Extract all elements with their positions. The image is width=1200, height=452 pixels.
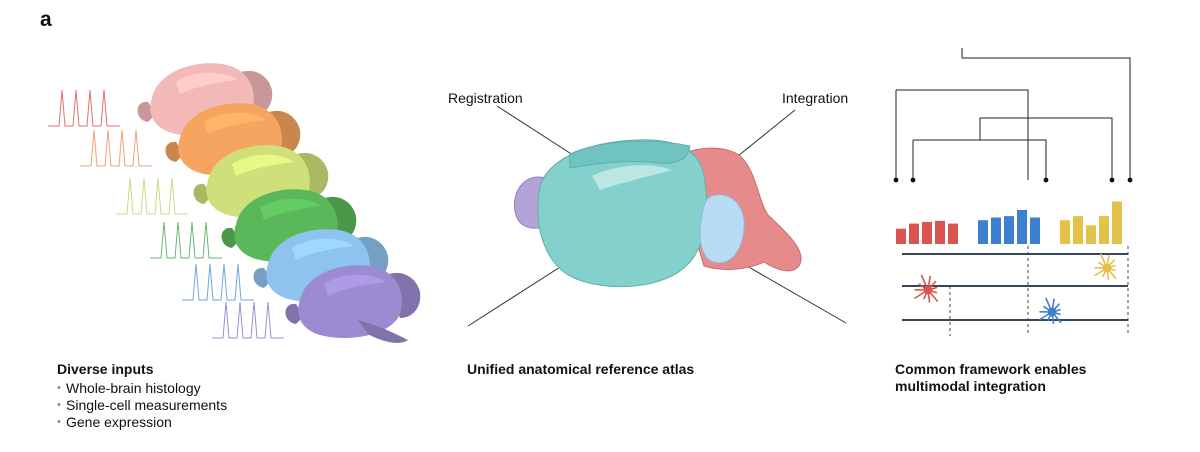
trace-1 — [48, 90, 120, 126]
list-item: Single-cell measurements — [57, 397, 227, 414]
dendrogram — [896, 48, 1130, 180]
trace-6 — [212, 302, 284, 338]
atlas-caption: Unified anatomical reference atlas — [467, 361, 694, 378]
bar — [1112, 202, 1122, 245]
trace-4 — [150, 222, 222, 258]
framework-heading-line2: multimodal integration — [895, 378, 1086, 395]
trace-line — [48, 90, 120, 126]
bar — [922, 222, 932, 244]
bar — [909, 224, 919, 244]
inputs-caption: Diverse inputs Whole-brain histology Sin… — [57, 361, 227, 431]
inputs-heading: Diverse inputs — [57, 361, 227, 378]
bar — [1030, 217, 1040, 244]
bar — [1086, 225, 1096, 244]
bar — [978, 220, 988, 244]
trace-5 — [182, 264, 254, 300]
bar — [1073, 216, 1083, 244]
framework-diagram — [894, 48, 1133, 336]
framework-caption: Common framework enables multimodal inte… — [895, 361, 1086, 395]
bar — [948, 224, 958, 244]
list-item: Whole-brain histology — [57, 380, 227, 397]
trace-line — [150, 222, 222, 258]
trace-line — [80, 130, 152, 166]
registration-leader-bottom — [468, 262, 568, 326]
framework-heading-line1: Common framework enables — [895, 361, 1086, 378]
cell-red — [915, 275, 937, 302]
bar — [1004, 216, 1014, 244]
panel-letter: a — [40, 8, 52, 32]
trace-line — [182, 264, 254, 300]
cell-yellow — [1095, 254, 1116, 279]
bar — [991, 217, 1001, 244]
bar-groups — [896, 202, 1122, 245]
integration-leader-top — [738, 110, 795, 156]
atlas-brain — [468, 106, 846, 326]
integration-label: Integration — [782, 90, 848, 106]
cell-body — [1048, 308, 1057, 317]
atlas-heading: Unified anatomical reference atlas — [467, 361, 694, 378]
integration-leader-bottom — [740, 262, 846, 323]
cell-body — [1103, 264, 1112, 273]
registration-leader-top — [497, 106, 576, 157]
cell-tracks — [902, 246, 1128, 336]
bar — [1060, 220, 1070, 244]
bar — [1017, 210, 1027, 244]
brain-stack — [138, 63, 421, 343]
list-item: Gene expression — [57, 414, 227, 431]
trace-2 — [80, 130, 152, 166]
registration-label: Registration — [448, 90, 523, 106]
dendrogram-leaves — [894, 178, 1133, 183]
bar — [1099, 216, 1109, 244]
trace-line — [116, 178, 188, 214]
trace-line — [212, 302, 284, 338]
bar — [935, 221, 945, 244]
trace-3 — [116, 178, 188, 214]
cell-body — [924, 286, 933, 295]
inputs-list: Whole-brain histology Single-cell measur… — [57, 380, 227, 431]
bar — [896, 229, 906, 244]
